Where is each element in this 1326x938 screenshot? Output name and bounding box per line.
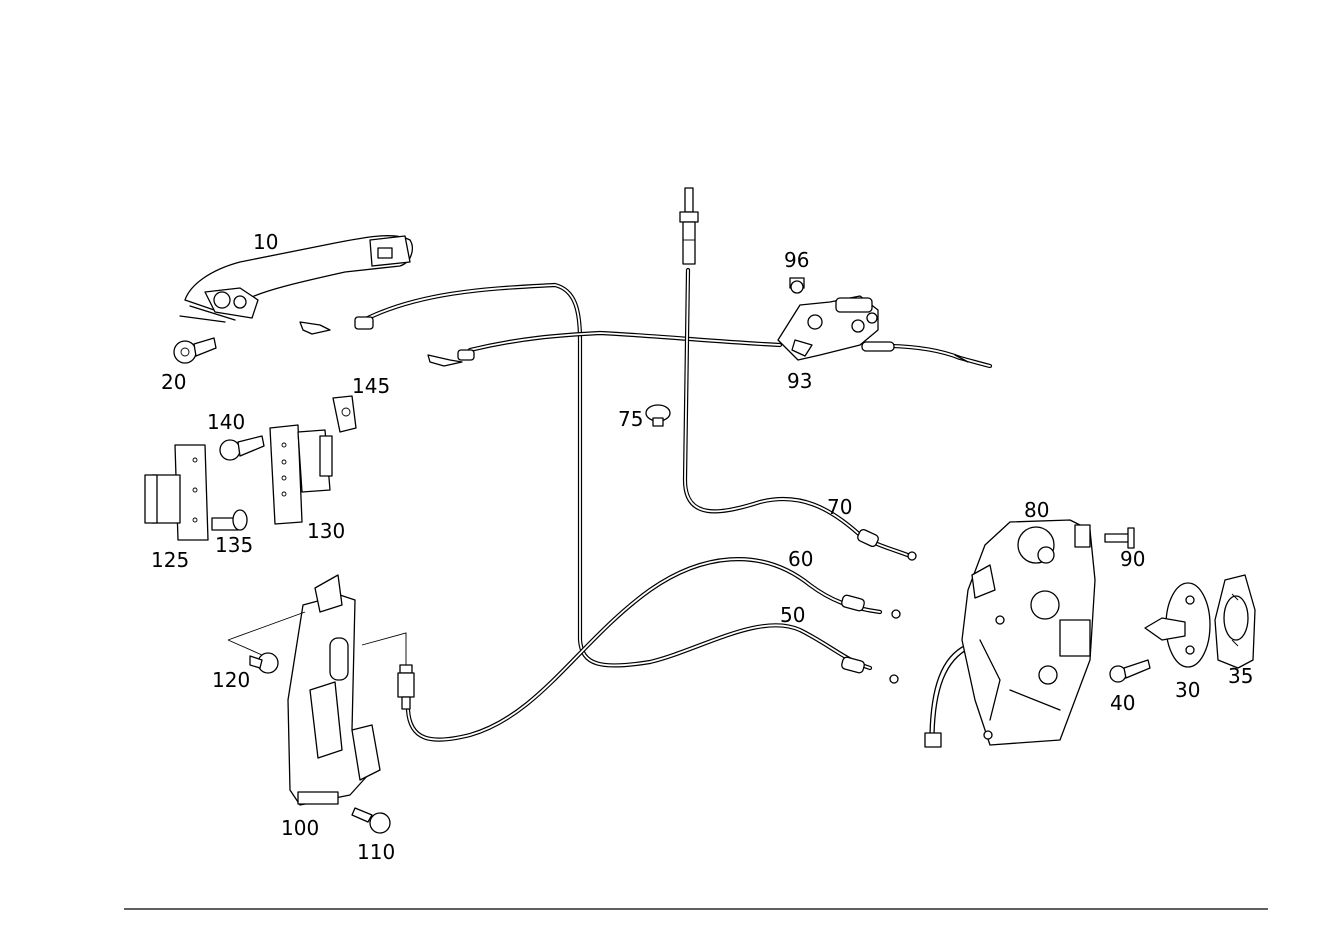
- label-135: 135: [215, 533, 253, 557]
- label-145: 145: [352, 374, 390, 398]
- label-100: 100: [281, 816, 319, 840]
- leader-lines: [227, 611, 407, 665]
- bracket-130: [269, 424, 333, 525]
- cables: [357, 267, 993, 742]
- clip-145: [332, 395, 357, 433]
- label-125: 125: [151, 548, 189, 572]
- plate-35: [1214, 574, 1256, 669]
- rod-top: [679, 187, 699, 265]
- label-30: 30: [1175, 678, 1200, 702]
- cable-mount-100: [397, 664, 415, 710]
- screw-140: [219, 435, 265, 461]
- cable-end-50: [841, 656, 899, 684]
- label-70: 70: [827, 495, 852, 519]
- label-10: 10: [253, 230, 278, 254]
- label-120: 120: [212, 668, 250, 692]
- cable-end-70: [857, 529, 917, 561]
- screw-110: [351, 807, 391, 834]
- bracket-125: [144, 444, 209, 541]
- screw-90: [1104, 527, 1135, 549]
- cable-connector-mid: [427, 349, 475, 367]
- lock-actuator-93: [777, 295, 969, 363]
- lock-connector: [924, 732, 942, 748]
- cable-connector-left: [299, 316, 374, 335]
- label-96: 96: [784, 248, 809, 272]
- label-93: 93: [787, 369, 812, 393]
- nut-96: [789, 277, 805, 294]
- cable-end-60: [841, 594, 901, 619]
- screw-120: [249, 652, 279, 674]
- striker-30: [1144, 582, 1211, 668]
- label-60: 60: [788, 547, 813, 571]
- label-50: 50: [780, 603, 805, 627]
- part-labels: 10 20 96 93 145 140 75 70 80 90 130 135 …: [151, 230, 1253, 864]
- outer-door-handle: [179, 234, 413, 323]
- label-40: 40: [1110, 691, 1135, 715]
- label-80: 80: [1024, 498, 1049, 522]
- handle-housing-100: [287, 574, 381, 806]
- label-20: 20: [161, 370, 186, 394]
- screw-135: [211, 509, 248, 531]
- label-75: 75: [618, 407, 643, 431]
- screw-40: [1109, 659, 1151, 683]
- label-140: 140: [207, 410, 245, 434]
- screw-20: [173, 337, 217, 364]
- label-130: 130: [307, 519, 345, 543]
- label-110: 110: [357, 840, 395, 864]
- label-35: 35: [1228, 664, 1253, 688]
- label-90: 90: [1120, 547, 1145, 571]
- door-lock-80: [961, 519, 1096, 746]
- clip-75: [645, 404, 671, 427]
